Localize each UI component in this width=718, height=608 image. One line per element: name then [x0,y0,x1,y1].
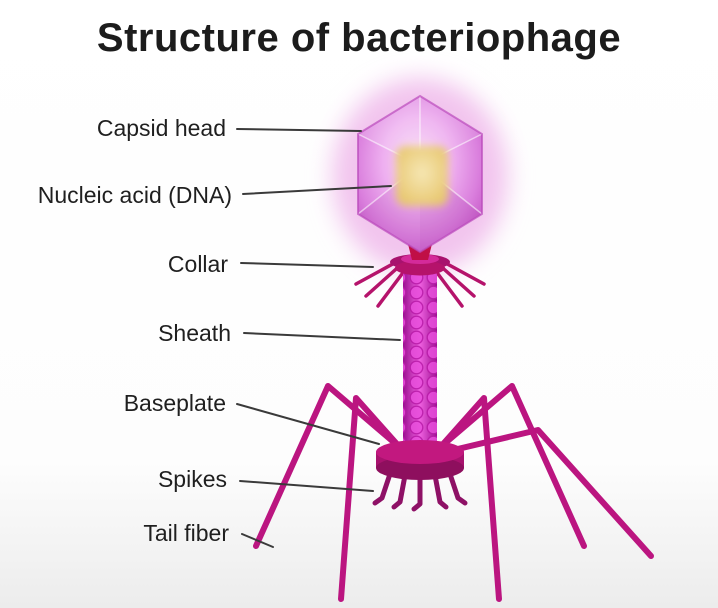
label-spikes: Spikes [157,466,227,492]
label-tail-fiber: Tail fiber [143,520,229,546]
diagram-title: Structure of bacteriophage [96,16,622,60]
spikes [372,465,468,512]
leader-collar [240,262,374,268]
tail-fibers [253,383,654,602]
label-baseplate: Baseplate [123,390,226,416]
leader-tail-fiber [241,533,274,548]
label-capsid-head: Capsid head [96,115,226,141]
sheath [403,266,437,458]
leader-sheath [243,332,401,341]
leader-nucleic-acid [242,185,392,195]
leader-lines [236,128,401,548]
leader-spikes [239,480,374,492]
label-sheath: Sheath [158,320,231,346]
label-collar: Collar [167,251,228,277]
leader-capsid-head [236,128,362,132]
leader-baseplate [236,403,380,445]
baseplate [376,440,464,480]
dna-core [396,146,448,206]
collar-ring [390,254,450,276]
label-nucleic-acid: Nucleic acid (DNA) [37,182,232,208]
